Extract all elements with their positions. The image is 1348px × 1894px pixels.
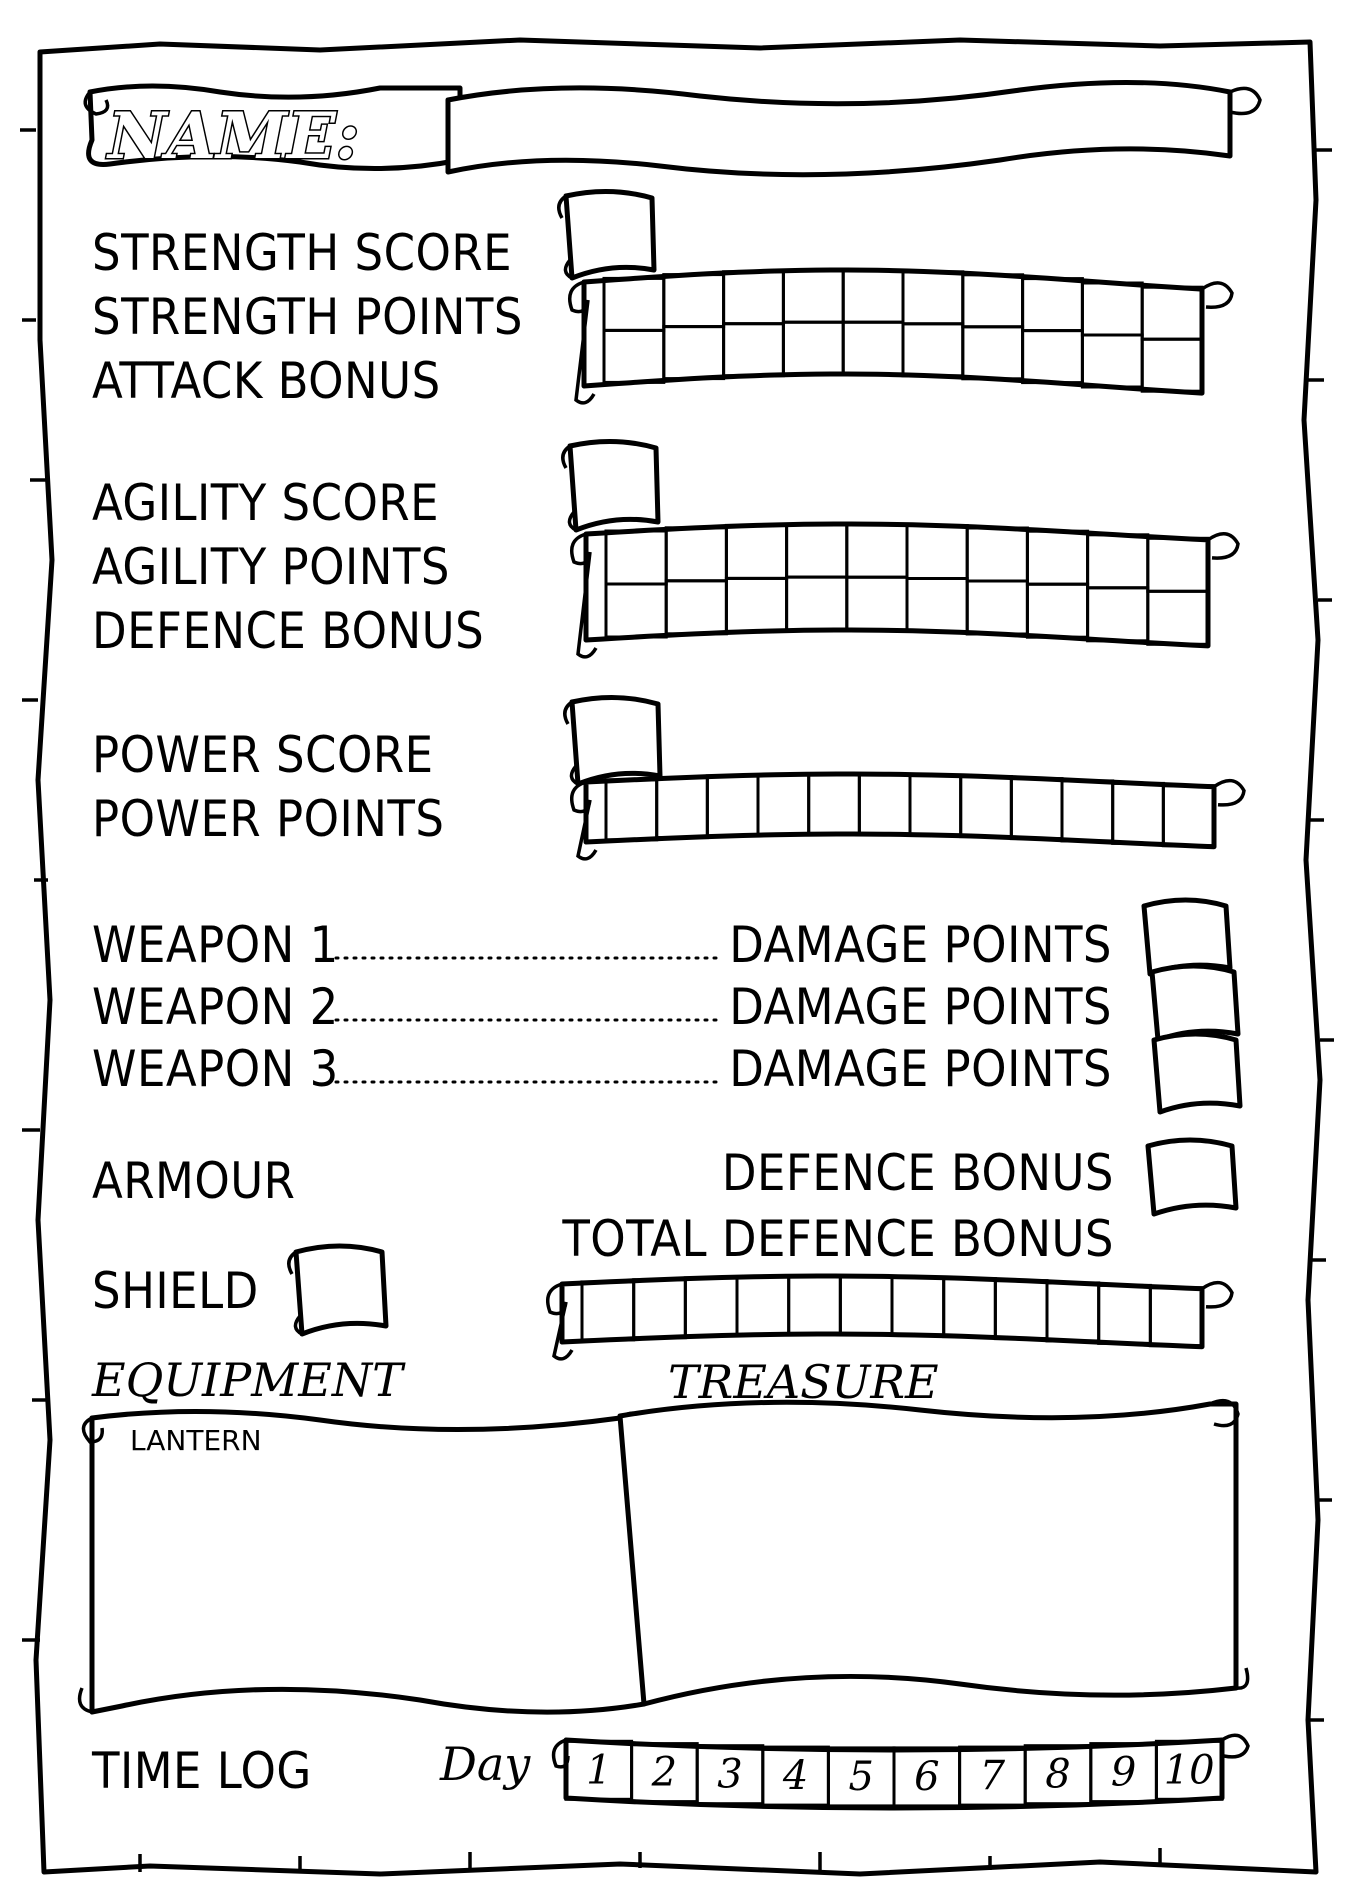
day-cell[interactable] [1154,1739,1224,1801]
damage-points-label: DAMAGE POINTS [729,978,1112,1036]
strength-points-curl [1200,281,1234,310]
armour-defence-box[interactable] [1145,1137,1239,1217]
weapon-1-label: WEAPON 1 [92,916,339,974]
treasure-scroll[interactable] [617,1398,1250,1707]
agility-points-label: AGILITY POINTS [92,538,450,596]
day-number: 8 [1045,1752,1070,1798]
damage-points-box[interactable] [1151,1031,1243,1115]
agility-points-grid[interactable] [570,521,1240,659]
damage-points-box[interactable] [1141,897,1233,977]
strength-points-grid[interactable] [568,267,1234,405]
power-points-grid[interactable] [570,771,1246,861]
power-points-curl [1212,778,1246,807]
day-number: 1 [586,1747,611,1793]
total-defence-curl [1200,1280,1234,1309]
total-defence-bonus-label: TOTAL DEFENCE BONUS [561,1210,1114,1268]
weapon-row: WEAPON 2 DAMAGE POINTS [92,978,1112,1036]
weapon-row: WEAPON 3 DAMAGE POINTS [92,1040,1112,1098]
strength-score-box[interactable] [557,189,657,281]
total-defence-cell[interactable] [1148,1286,1204,1348]
strength-score-label: STRENGTH SCORE [92,224,512,282]
time-log-label: TIME LOG [91,1742,312,1800]
weapon-3-label: WEAPON 3 [92,1040,339,1098]
attack-bonus-label: ATTACK BONUS [92,352,441,410]
shield-label: SHIELD [92,1262,259,1320]
total-defence-grid[interactable] [546,1273,1234,1361]
power-score-box[interactable] [563,695,663,787]
page-border [33,37,1323,1877]
day-number: 4 [782,1753,808,1799]
power-points-label: POWER POINTS [92,790,444,848]
day-number: 10 [1164,1747,1215,1793]
agility-points-curl [570,532,598,659]
agility-points-cell[interactable] [1146,589,1210,646]
equipment-item: LANTERN [130,1424,262,1457]
day-number: 3 [717,1752,742,1798]
strength-points-cell[interactable] [1140,337,1204,393]
border-tick-marks [20,128,1334,1872]
defence-bonus-label: DEFENCE BONUS [92,602,484,660]
day-number: 7 [980,1753,1006,1799]
agility-score-label: AGILITY SCORE [92,474,439,532]
agility-score-box[interactable] [561,439,661,533]
total-defence-curl [546,1282,574,1361]
damage-points-label: DAMAGE POINTS [729,1040,1112,1098]
weapon-2-label: WEAPON 2 [92,978,339,1036]
armour-label: ARMOUR [92,1152,295,1210]
day-number: 5 [848,1754,873,1800]
damage-points-label: DAMAGE POINTS [729,916,1112,974]
shield-box[interactable] [287,1243,389,1337]
agility-points-curl [1206,532,1240,560]
equipment-scroll[interactable]: LANTERN [77,1408,648,1715]
power-points-curl [570,780,598,861]
day-number: 2 [651,1750,677,1796]
day-number: 9 [1111,1750,1136,1796]
equipment-label: EQUIPMENT [91,1353,406,1407]
day-number: 6 [914,1754,939,1800]
power-points-banner [583,771,1217,850]
power-score-label: POWER SCORE [92,726,434,784]
name-label: NAME: [106,99,359,174]
damage-points-box[interactable] [1149,963,1241,1043]
strength-points-curl [568,280,596,405]
defence-bonus-label: DEFENCE BONUS [722,1144,1114,1202]
name-field[interactable] [445,79,1262,178]
agility-points-banner [583,521,1211,649]
name-banner: NAME: [83,83,463,176]
power-points-cell[interactable] [1161,784,1216,848]
strength-points-label: STRENGTH POINTS [92,288,523,346]
day-label: Day [439,1737,531,1791]
weapon-row: WEAPON 1 DAMAGE POINTS [92,916,1112,974]
